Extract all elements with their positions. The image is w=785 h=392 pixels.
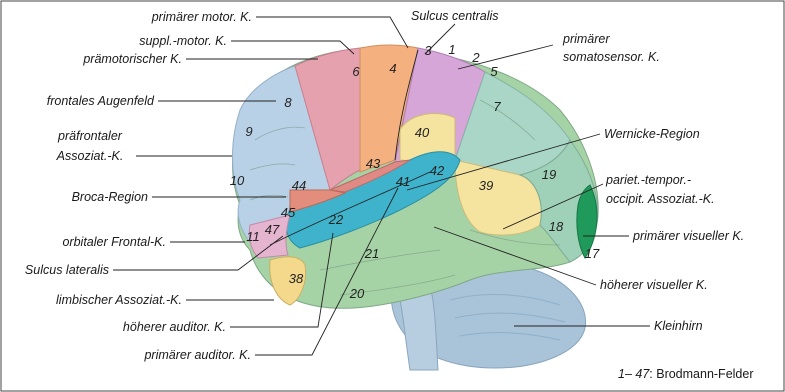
label-hoeherer-auditor: höherer auditor. K. bbox=[123, 320, 226, 334]
area-41-number: 41 bbox=[396, 174, 410, 189]
footer-text: : Brodmann-Felder bbox=[649, 367, 753, 381]
area-17-number: 17 bbox=[585, 246, 600, 261]
label-wernicke: Wernicke-Region bbox=[604, 127, 700, 141]
footer-legend: 1– 47: Brodmann-Felder bbox=[618, 367, 754, 381]
label-praemotorisch: prämotorischer K. bbox=[82, 52, 182, 66]
area-47-number: 47 bbox=[265, 222, 280, 237]
label-frontales-augenfeld: frontales Augenfeld bbox=[47, 94, 155, 108]
label-limbisch: limbischer Assoziat.-K. bbox=[56, 293, 182, 307]
area-21-number: 21 bbox=[364, 246, 379, 261]
area-8-number: 8 bbox=[284, 95, 292, 110]
area-45-number: 45 bbox=[281, 205, 296, 220]
label-sulcus-lateralis: Sulcus lateralis bbox=[25, 263, 109, 277]
label-primaerer-auditor: primärer auditor. K. bbox=[143, 348, 251, 362]
area-6-number: 6 bbox=[352, 64, 360, 79]
label-sulcus-centralis: Sulcus centralis bbox=[411, 9, 499, 23]
area-9-number: 9 bbox=[245, 124, 252, 139]
area-19-number: 19 bbox=[542, 167, 556, 182]
label-primaerer-motor: primärer motor. K. bbox=[151, 10, 252, 24]
label-hoeherer-visuell: höherer visueller K. bbox=[600, 278, 708, 292]
label-broca: Broca-Region bbox=[72, 190, 148, 204]
area-42-number: 42 bbox=[430, 163, 445, 178]
area-39-number: 39 bbox=[479, 178, 493, 193]
footer-range: 1– 47 bbox=[618, 367, 650, 381]
label-praefrontal-line2: Assoziat.-K. bbox=[56, 149, 124, 163]
area-22-number: 22 bbox=[328, 212, 344, 227]
label-pto-line1: pariet.-tempor.- bbox=[605, 173, 691, 187]
area-10-number: 10 bbox=[230, 173, 245, 188]
area-40-number: 40 bbox=[415, 125, 430, 140]
area-43-number: 43 bbox=[366, 156, 381, 171]
label-pto-line2: occipit. Assoziat.-K. bbox=[606, 192, 715, 206]
label-somatosensor-line1: primärer bbox=[562, 32, 610, 46]
area-5-number: 5 bbox=[490, 64, 498, 79]
label-somatosensor-line2: somatosensor. K. bbox=[563, 50, 660, 64]
area-20-number: 20 bbox=[349, 286, 365, 301]
area-7-number: 7 bbox=[493, 99, 501, 114]
label-praefrontal-line1: präfrontaler bbox=[57, 129, 123, 143]
area-1-number: 1 bbox=[448, 42, 455, 57]
area-38-number: 38 bbox=[289, 271, 304, 286]
label-primaerer-visuell: primärer visueller K. bbox=[632, 229, 744, 243]
area-44-number: 44 bbox=[292, 178, 306, 193]
label-kleinhirn: Kleinhirn bbox=[654, 319, 703, 333]
area-18-number: 18 bbox=[549, 219, 564, 234]
area-11-number: 11 bbox=[246, 229, 260, 244]
area-4-number: 4 bbox=[389, 61, 396, 76]
label-orbital: orbitaler Frontal-K. bbox=[62, 235, 166, 249]
area-2-number: 2 bbox=[471, 50, 480, 65]
label-suppl-motor: suppl.-motor. K. bbox=[139, 34, 227, 48]
